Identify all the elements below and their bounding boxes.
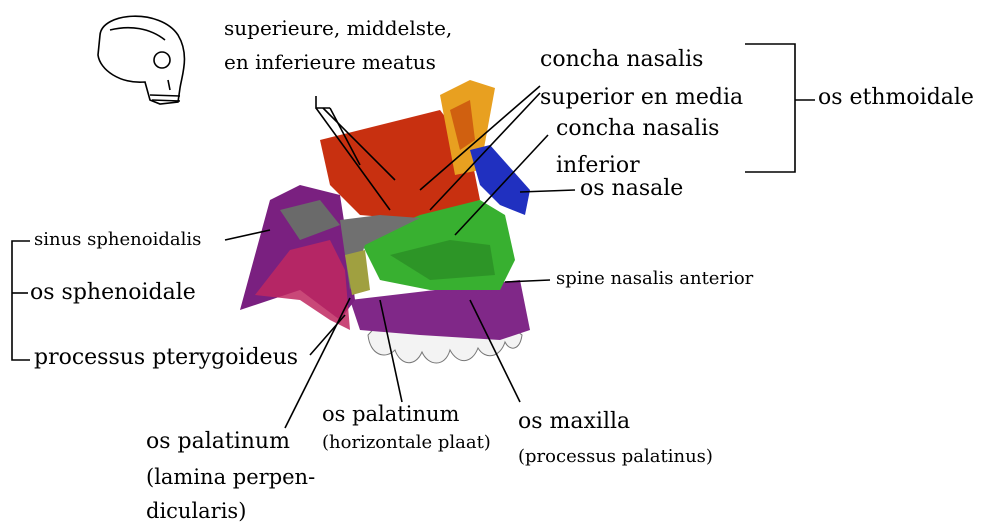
label-os-palatinum-lamina-line3: dicularis) — [146, 501, 246, 522]
label-os-maxilla-line2: (processus palatinus) — [518, 448, 713, 466]
label-os-maxilla-line1: os maxilla — [518, 411, 630, 433]
label-concha-superior-line2: superior en media — [540, 87, 743, 109]
label-meatus-line2: en inferieure meatus — [224, 52, 436, 72]
label-concha-inferior-line2: inferior — [556, 155, 640, 177]
label-meatus-line1: superieure, middelste, — [224, 18, 452, 38]
label-concha-inferior-line1: concha nasalis — [556, 118, 719, 140]
label-os-palatinum-lamina-line1: os palatinum — [146, 431, 290, 453]
label-os-palatinum-lamina-line2: (lamina perpen- — [146, 467, 315, 488]
skull-orientation-icon — [98, 16, 184, 104]
label-os-palatinum-horizontal-line2: (horizontale plaat) — [322, 434, 491, 452]
label-os-sphenoidale: os sphenoidale — [30, 282, 196, 304]
label-os-palatinum-horizontal-line1: os palatinum — [322, 404, 459, 425]
label-processus-pterygoideus: processus pterygoideus — [34, 347, 298, 369]
label-spine-nasalis-anterior: spine nasalis anterior — [556, 270, 753, 288]
label-os-ethmoidale: os ethmoidale — [818, 87, 974, 109]
label-os-nasale: os nasale — [580, 178, 683, 200]
label-concha-superior-line1: concha nasalis — [540, 49, 703, 71]
label-sinus-sphenoidalis: sinus sphenoidalis — [34, 231, 201, 249]
